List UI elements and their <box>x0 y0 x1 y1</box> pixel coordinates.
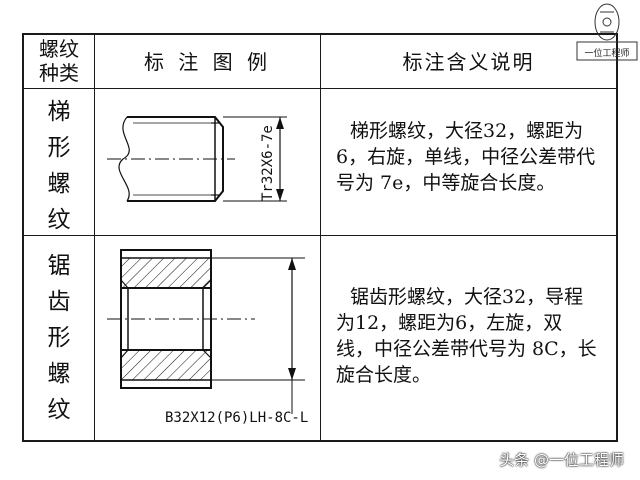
header-type: 螺纹 种类 <box>39 37 79 85</box>
watermark: 头条 @一位工程师 <box>499 451 624 469</box>
row2-drawing: B32X12(P6)LH-8C-L <box>107 249 308 426</box>
row2-description: 锯齿形螺纹，大径32，导程为12，螺距为6，左旋，双线，中径公差带代号为 8C，… <box>336 286 597 386</box>
logo: 一位工程师 <box>576 2 638 64</box>
table-col-divider-2 <box>320 33 321 442</box>
row1-description: 梯形螺纹，大径32，螺距为6，右旋，单线，中径公差带代号为 7e，中等旋合长度。 <box>336 120 596 194</box>
logo-label: 一位工程师 <box>584 49 630 59</box>
gear-logo-icon <box>576 3 638 61</box>
row1-annotation: Tr32X6-7e <box>260 125 276 201</box>
header-meaning: 标注含义说明 <box>402 50 535 74</box>
header-example: 标 注 图 例 <box>143 50 272 74</box>
table-left-border <box>22 33 24 442</box>
table-col-divider-1 <box>94 33 95 442</box>
row1-type: 梯 形 螺 纹 <box>47 99 71 233</box>
row2-annotation: B32X12(P6)LH-8C-L <box>165 410 308 426</box>
break-line <box>118 116 130 202</box>
table-right-border <box>616 33 618 442</box>
row1-drawing: Tr32X6-7e <box>107 116 287 202</box>
row2-type: 锯 齿 形 螺 纹 <box>47 253 71 423</box>
